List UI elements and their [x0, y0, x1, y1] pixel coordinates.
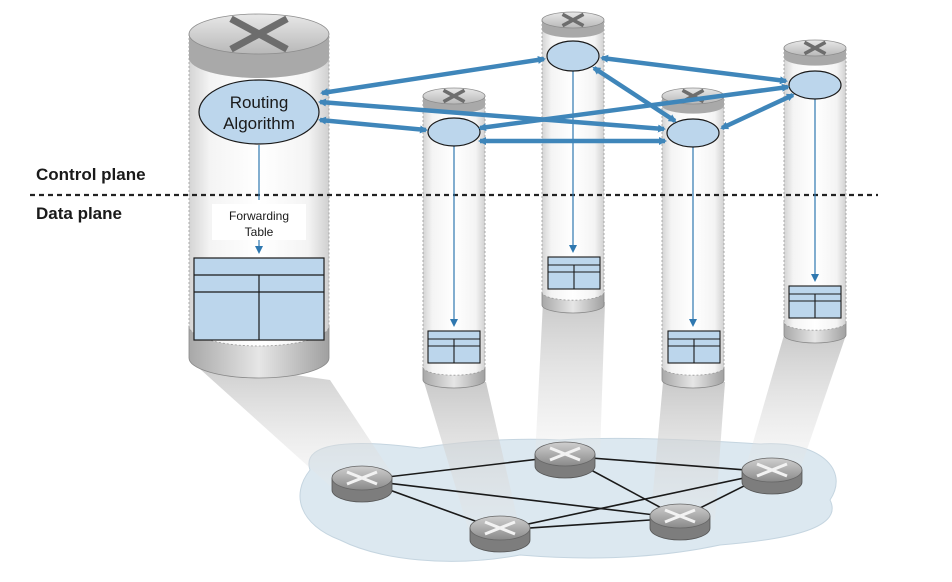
beam-right [745, 335, 846, 470]
network-routers [331, 441, 803, 553]
router-x-icon [664, 508, 696, 524]
control-node-right [788, 70, 842, 100]
router-x-icon [561, 12, 585, 28]
routing-algorithm-label-line2: Algorithm [223, 114, 295, 133]
forwarding-table-small [427, 256, 842, 364]
router-bottom [469, 515, 531, 553]
control-messages [318, 54, 795, 145]
router-x-icon [803, 40, 827, 56]
router-right [741, 457, 803, 495]
forwarding-table-label-line1: Forwarding [229, 209, 289, 223]
forwarding-table-label-line2: Table [245, 225, 274, 239]
router-center [534, 441, 596, 479]
routing-algorithm-node [198, 79, 320, 145]
router-x-icon [549, 446, 581, 462]
beam-big [190, 360, 395, 486]
beam-right-mid [650, 382, 725, 525]
forwarding-table-big [193, 257, 325, 341]
router-x-icon [229, 15, 289, 53]
router-right-mid [649, 503, 711, 541]
router-x-icon [484, 520, 516, 536]
control-node-right-mid [666, 118, 720, 148]
router-x-icon [346, 470, 378, 486]
control-to-table-arrows [255, 71, 819, 327]
control-node-center [546, 40, 600, 72]
beam-center [535, 302, 605, 458]
data-plane-label: Data plane [36, 204, 122, 223]
control-plane-label: Control plane [36, 165, 146, 184]
control-node-left-mid [427, 117, 481, 147]
router-x-icon [756, 462, 788, 478]
router-left [331, 465, 393, 503]
routing-algorithm-label-line1: Routing [230, 93, 289, 112]
